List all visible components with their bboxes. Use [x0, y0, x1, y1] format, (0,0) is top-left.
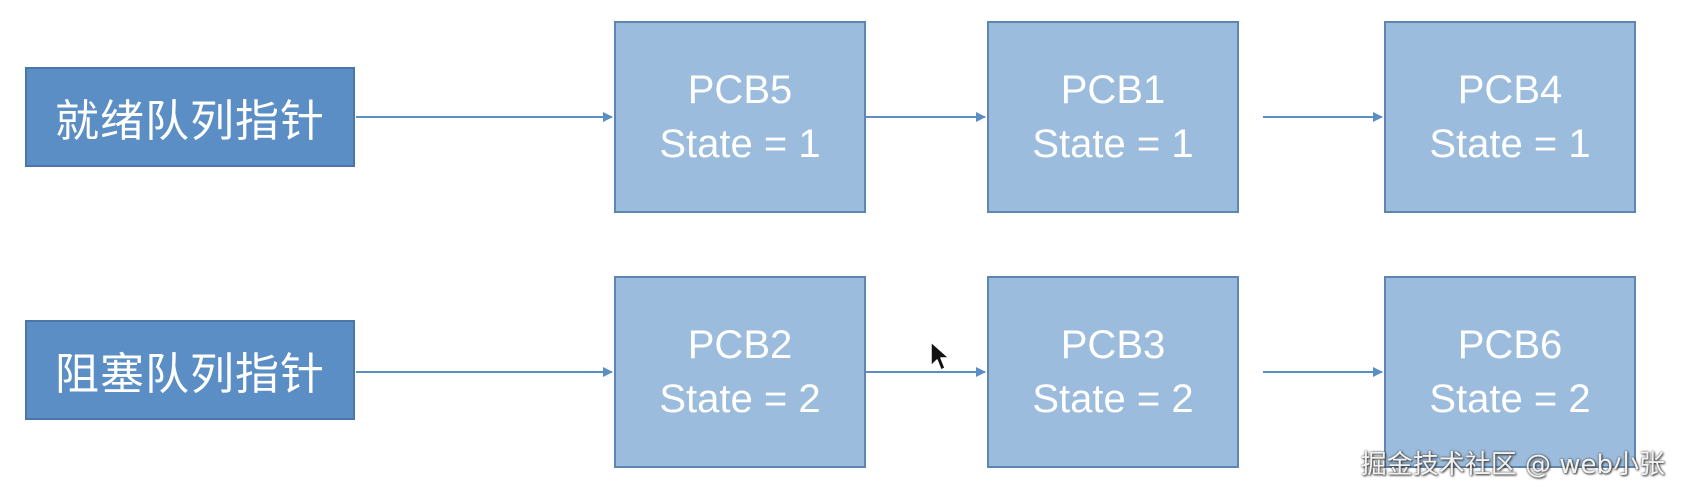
pcb-name: PCB2 — [687, 323, 793, 367]
pcb-name: PCB6 — [1457, 323, 1563, 367]
pcb-name: PCB5 — [687, 68, 793, 112]
pcb-state: State = 2 — [1429, 377, 1591, 421]
pcb-node: PCB3 State = 2 — [987, 276, 1239, 468]
mouse-cursor-icon — [930, 341, 950, 371]
pcb-name: PCB4 — [1457, 68, 1563, 112]
pcb-node: PCB6 State = 2 — [1384, 276, 1636, 468]
blocked-queue-pointer-label: 阻塞队列指针 — [55, 349, 325, 400]
pcb-node: PCB4 State = 1 — [1384, 21, 1636, 213]
pcb-node: PCB2 State = 2 — [614, 276, 866, 468]
pcb-node: PCB1 State = 1 — [987, 21, 1239, 213]
ready-queue-pointer-label: 就绪队列指针 — [55, 96, 325, 147]
watermark: 掘金技术社区 @ web小张 — [1360, 450, 1665, 480]
pcb-state: State = 2 — [659, 377, 821, 421]
pcb-state: State = 1 — [1032, 122, 1194, 166]
blocked-queue-pointer: 阻塞队列指针 — [25, 320, 355, 420]
ready-queue-pointer: 就绪队列指针 — [25, 67, 355, 167]
pcb-state: State = 2 — [1032, 377, 1194, 421]
pcb-name: PCB3 — [1060, 323, 1166, 367]
pcb-state: State = 1 — [659, 122, 821, 166]
pcb-node: PCB5 State = 1 — [614, 21, 866, 213]
pcb-name: PCB1 — [1060, 68, 1166, 112]
pcb-state: State = 1 — [1429, 122, 1591, 166]
